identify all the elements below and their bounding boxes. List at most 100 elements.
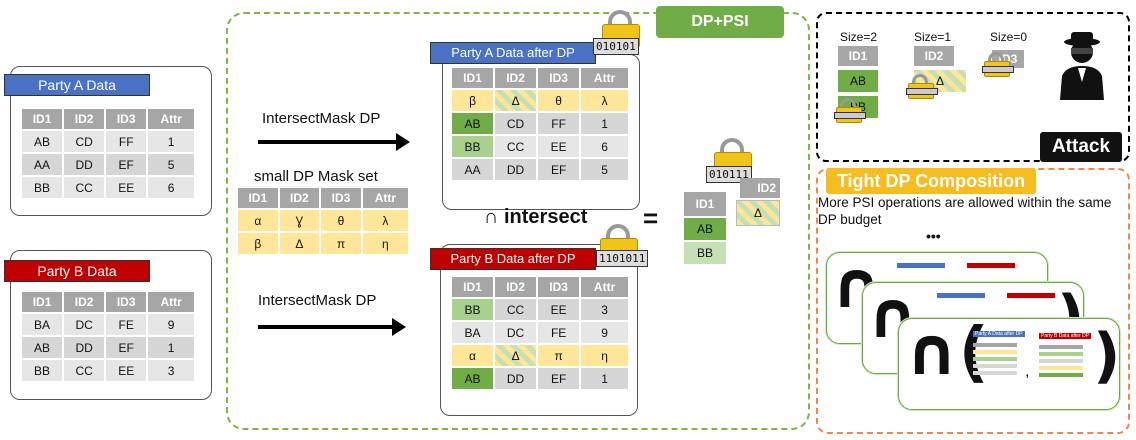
result-id1-value: AB	[684, 218, 726, 240]
table-header: ID3	[538, 68, 580, 88]
table-cell: 5	[581, 159, 628, 180]
table-row: AB DD EF 1	[452, 368, 628, 389]
attack-label: Attack	[1040, 132, 1122, 162]
table-cell: FF	[106, 131, 147, 152]
table-cell: α	[238, 210, 278, 231]
table-cell: EF	[538, 368, 580, 389]
table-cell: θ	[321, 210, 361, 231]
table-cell: BB	[452, 299, 494, 320]
table-row: BA DC FE 9	[22, 314, 194, 335]
mini-table-title	[1007, 293, 1055, 298]
attacker-icon	[1060, 32, 1104, 100]
intersect-mask-dp-label-bottom: IntersectMask DP	[258, 292, 377, 309]
table-cell: EE	[538, 299, 580, 320]
intersect-label: ∩ intersect	[484, 206, 588, 228]
table-cell: DD	[64, 154, 105, 175]
table-row: AA DD EF 5	[22, 154, 194, 175]
small-lock-icon	[982, 52, 1014, 77]
table-cell: DD	[495, 159, 537, 180]
table-cell: 9	[581, 322, 628, 343]
table-row: BB CC EE 6	[452, 136, 628, 157]
table-cell: λ	[362, 210, 408, 231]
table-cell: θ	[538, 90, 580, 111]
table-cell: EF	[106, 154, 147, 175]
table-cell: EE	[538, 136, 580, 157]
mini-table-row	[1039, 366, 1083, 370]
table-cell: AB	[22, 131, 63, 152]
table-header: ID2	[495, 68, 537, 88]
table-cell: β	[238, 233, 278, 254]
small-lock-icon	[906, 74, 938, 99]
table-cell: CD	[64, 131, 105, 152]
table-cell: 5	[148, 154, 194, 175]
mini-table-title	[937, 293, 985, 298]
table-header: ID2	[64, 109, 105, 129]
table-cell: AA	[22, 154, 63, 175]
mini-table-row	[973, 350, 1017, 354]
table-cell: BB	[22, 177, 63, 198]
table-row: BA DC FE 9	[452, 322, 628, 343]
table-header: ID2	[64, 292, 105, 312]
attack-size-label: Size=1	[914, 30, 952, 44]
result-id1-header: ID1	[684, 192, 726, 216]
result-id1-value: BB	[684, 242, 726, 264]
ellipsis: •••	[926, 228, 941, 244]
table-cell: BB	[452, 136, 494, 157]
dp-psi-region	[226, 12, 810, 430]
table-cell: EE	[106, 360, 147, 381]
result-id2-header: ID2	[740, 178, 780, 198]
table-header: ID3	[321, 188, 361, 208]
composition-title: Tight DP Composition	[826, 168, 1036, 194]
attack-id-header: ID2	[914, 46, 954, 66]
table-cell: 3	[148, 360, 194, 381]
table-cell: 1	[148, 131, 194, 152]
table-row: AB CD FF 1	[452, 113, 628, 134]
table-cell: 1	[148, 337, 194, 358]
table-cell: BA	[22, 314, 63, 335]
table-cell: 3	[581, 299, 628, 320]
mini-table-caption: Party B Data after DP	[1039, 333, 1092, 339]
table-header: Attr	[148, 292, 194, 312]
small-lock-icon	[834, 98, 866, 123]
table-cell: π	[538, 345, 580, 366]
comma: ,	[1025, 363, 1030, 380]
table-header: ID1	[452, 277, 494, 297]
table-cell: Δ	[495, 345, 537, 366]
table-header: Attr	[581, 68, 628, 88]
mini-table-caption: Party A Data after DP	[973, 331, 1025, 337]
arrow-right-bottom	[258, 318, 406, 336]
close-paren: )	[1093, 321, 1121, 391]
arrow-right-top	[258, 133, 410, 151]
result-id2-value: Δ	[736, 200, 780, 226]
intersect-mask-dp-label-top: IntersectMask DP	[262, 110, 381, 127]
table-row: AB DD EF 1	[22, 337, 194, 358]
mini-table-row	[1039, 373, 1083, 377]
table-cell: η	[581, 345, 628, 366]
table-cell: AB	[22, 337, 63, 358]
table-header: ID2	[279, 188, 320, 208]
party-a-header-row: ID1 ID2 ID3 Attr	[22, 109, 194, 129]
party-a-data-title: Party A Data	[4, 74, 150, 96]
table-cell: DC	[495, 322, 537, 343]
table-header: ID3	[538, 277, 580, 297]
header-row: ID1 ID2 ID3 Attr	[452, 277, 628, 297]
table-cell: EF	[106, 337, 147, 358]
mini-table-row	[973, 371, 1017, 375]
mask-header-row: ID1 ID2 ID3 Attr	[238, 188, 408, 208]
table-cell: η	[362, 233, 408, 254]
table-cell: CC	[64, 177, 105, 198]
table-cell: AB	[452, 113, 494, 134]
party-b-after-dp-table: ID1 ID2 ID3 Attr BB CC EE 3 BA DC FE 9 α…	[450, 275, 630, 391]
table-row: BB CC EE 6	[22, 177, 194, 198]
table-cell: α	[452, 345, 494, 366]
table-cell: DD	[495, 368, 537, 389]
table-row: β Δ θ λ	[452, 90, 628, 111]
table-cell: FF	[538, 113, 580, 134]
table-cell: AB	[452, 368, 494, 389]
party-b-after-dp-title: Party B Data after DP	[430, 248, 596, 270]
table-row: BB CC EE 3	[452, 299, 628, 320]
mini-table-row	[1039, 345, 1083, 349]
table-header: Attr	[148, 109, 194, 129]
table-cell: β	[452, 90, 494, 111]
attack-id-header: ID1	[838, 46, 878, 66]
